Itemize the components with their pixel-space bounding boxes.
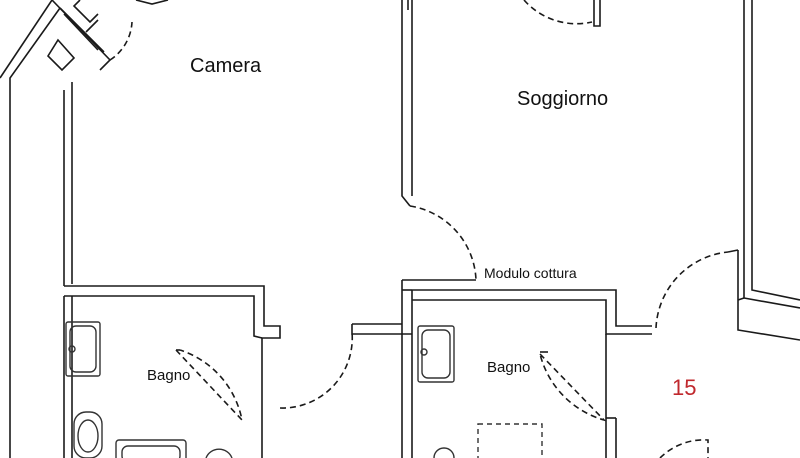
room-label-camera: Camera	[190, 55, 262, 77]
right-bathroom-walls	[412, 249, 739, 458]
bathtub-icon-left	[115, 439, 187, 458]
sink-icon-left	[65, 321, 101, 377]
partition-walls	[401, 0, 601, 207]
kitchen-label: Modulo cottura	[484, 265, 577, 281]
room-label-soggiorno: Soggiorno	[517, 88, 609, 110]
shower-icon-right	[477, 423, 543, 458]
sink-icon-right	[417, 325, 455, 383]
bay-window	[46, 0, 169, 72]
toilet-icon-left	[73, 411, 103, 458]
bidet-icon-left	[205, 448, 233, 458]
living-door	[401, 205, 477, 458]
toilet-icon-right	[433, 447, 455, 458]
camera-bathroom-wall	[63, 285, 412, 458]
unit-number: 15	[672, 375, 697, 400]
room-label-bagno-left: Bagno	[147, 367, 191, 384]
bathroom-fixtures	[65, 321, 543, 458]
room-label-bagno-right: Bagno	[487, 359, 531, 376]
